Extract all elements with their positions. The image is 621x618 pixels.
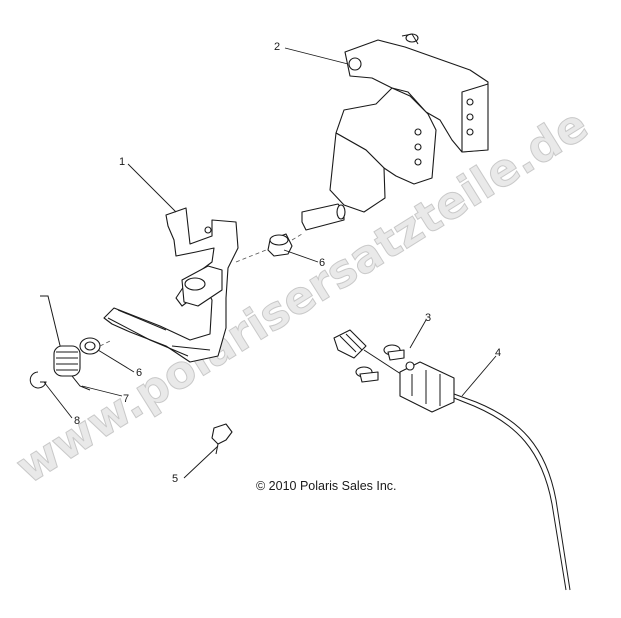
bolt: [211, 423, 233, 455]
brake-pedal-lever: [103, 207, 239, 363]
assembly-line-upper: [235, 233, 303, 263]
screw-upper: [383, 344, 405, 361]
callout-3: 3: [425, 312, 431, 324]
leader-line-5: [183, 445, 219, 479]
leader-line-2: [284, 47, 349, 65]
leader-line-6-lower: [97, 349, 135, 373]
bushing-upper: [267, 233, 293, 257]
callout-2: 2: [274, 41, 280, 53]
torsion-spring: [40, 295, 91, 391]
leader-line-3: [409, 319, 427, 349]
leader-line-8: [43, 381, 73, 419]
leader-line-4: [461, 355, 497, 397]
leader-line-1: [127, 163, 177, 213]
e-clip: [29, 371, 47, 389]
assembly-line-lower: [99, 339, 113, 347]
callout-8: 8: [74, 415, 80, 427]
mounting-bracket: [301, 33, 489, 231]
callout-5: 5: [172, 473, 178, 485]
bushing-lower: [79, 337, 101, 355]
callout-4: 4: [495, 347, 501, 359]
leader-line-7: [81, 385, 123, 397]
callout-6-lower: 6: [136, 367, 142, 379]
screw-lower: [355, 366, 379, 383]
copyright-notice: © 2010 Polaris Sales Inc.: [256, 479, 397, 493]
brake-cable: [333, 329, 571, 591]
leader-line-6-upper: [283, 249, 319, 263]
watermark-text: www.polarisersatzteile.de: [7, 98, 597, 494]
callout-7: 7: [123, 393, 129, 405]
callout-6-upper: 6: [319, 257, 325, 269]
callout-1: 1: [119, 156, 125, 168]
